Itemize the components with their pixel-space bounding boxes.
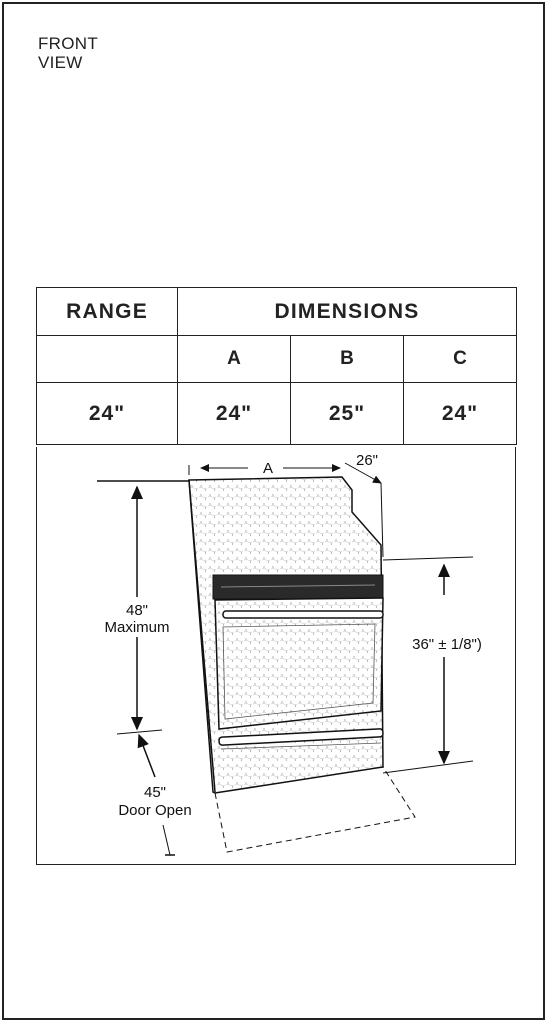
table-subheader-row: A B C bbox=[36, 335, 517, 383]
b-value: 25" bbox=[290, 382, 404, 445]
col-a-header: A bbox=[177, 335, 291, 383]
empty-cell bbox=[36, 335, 178, 383]
dimensions-header: DIMENSIONS bbox=[177, 287, 517, 336]
range-appliance bbox=[188, 476, 384, 794]
dimensions-table: RANGE DIMENSIONS A B C 24" 24" 25" 24" bbox=[36, 287, 517, 445]
height-label: 36" ± 1/8") bbox=[412, 636, 482, 653]
col-c-header: C bbox=[403, 335, 517, 383]
door-value: 45" bbox=[144, 784, 166, 801]
range-diagram: A 26" 48" Maximum 36" ± 1/8") 45" Door O… bbox=[97, 452, 482, 856]
door-open-outline bbox=[214, 766, 416, 853]
door-arrow bbox=[137, 733, 156, 778]
c-value: 24" bbox=[403, 382, 517, 445]
dim-a-label: A bbox=[263, 460, 273, 477]
col-b-header: B bbox=[290, 335, 404, 383]
counter-line bbox=[382, 556, 474, 561]
depth-arrow bbox=[344, 462, 382, 484]
diagram-panel: A 26" 48" Maximum 36" ± 1/8") 45" Door O… bbox=[36, 447, 516, 865]
page-frame bbox=[2, 2, 545, 1020]
floor-ref-line bbox=[116, 729, 163, 735]
door-text: Door Open bbox=[118, 802, 191, 819]
floor-line bbox=[382, 760, 474, 774]
front-view-label: FRONT VIEW bbox=[38, 34, 98, 72]
max-text: Maximum bbox=[104, 619, 169, 636]
depth-label: 26" bbox=[356, 452, 378, 469]
depth-back-line bbox=[380, 482, 384, 558]
table-header-row: RANGE DIMENSIONS bbox=[36, 287, 517, 336]
front-label-line1: FRONT bbox=[38, 34, 99, 53]
a-value: 24" bbox=[177, 382, 291, 445]
range-header: RANGE bbox=[36, 287, 178, 336]
max-value: 48" bbox=[126, 602, 148, 619]
table-row: 24" 24" 25" 24" bbox=[36, 382, 517, 445]
door-lower-line bbox=[162, 824, 171, 856]
front-label-line2: VIEW bbox=[38, 53, 83, 72]
range-value: 24" bbox=[36, 382, 178, 445]
